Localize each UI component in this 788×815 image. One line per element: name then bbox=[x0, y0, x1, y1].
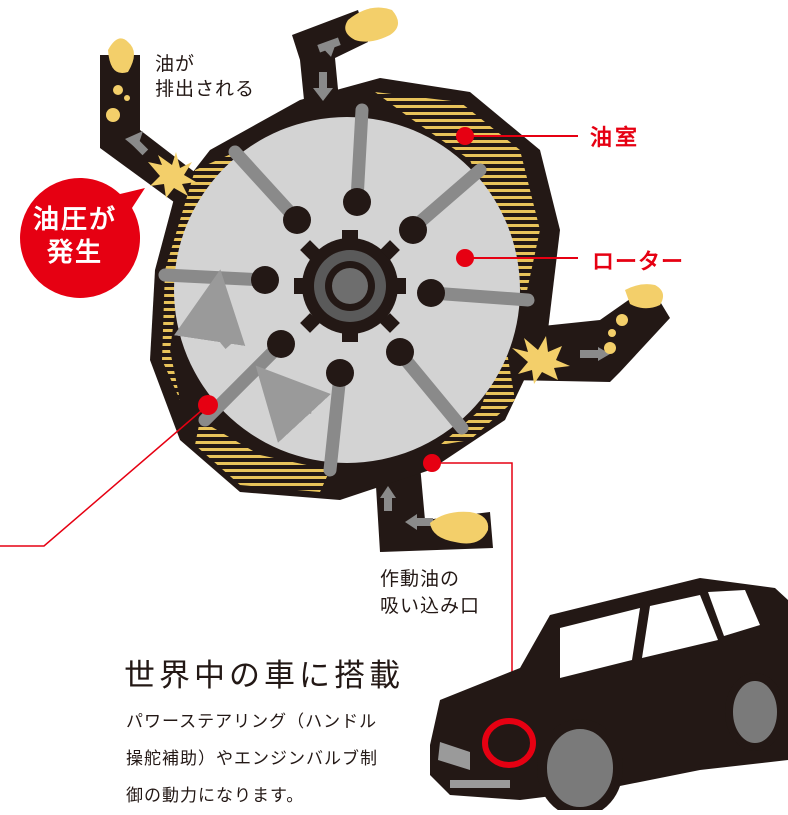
rotor-point bbox=[456, 249, 474, 267]
pivot-5 bbox=[326, 359, 354, 387]
oil-drop-icon bbox=[108, 38, 134, 74]
leader-lines bbox=[0, 404, 513, 720]
vane-1 bbox=[350, 103, 369, 207]
oil-chamber-label: 油室 bbox=[590, 126, 641, 151]
oil-drop-icon bbox=[345, 7, 399, 42]
pivot-8 bbox=[283, 206, 311, 234]
pressure-badge: 油圧が 発生 bbox=[32, 205, 117, 268]
arrow-icon bbox=[598, 347, 610, 361]
car-highlight-ring bbox=[482, 718, 536, 768]
pivot-3 bbox=[417, 279, 445, 307]
pressure-badge-shape bbox=[20, 177, 145, 298]
vane-pivots bbox=[251, 188, 445, 387]
vane-7 bbox=[158, 268, 272, 287]
rotation-arrow-icon bbox=[255, 365, 331, 443]
arrow-icon bbox=[313, 88, 333, 101]
rotation-arrows bbox=[174, 269, 331, 443]
pivot-6 bbox=[267, 330, 295, 358]
vane-8 bbox=[228, 145, 304, 227]
oil-discharged-label: 油が 排出される bbox=[155, 53, 256, 100]
vane-5 bbox=[323, 368, 347, 477]
oil-drop-icon bbox=[430, 511, 489, 544]
oil-droplets bbox=[106, 7, 664, 544]
vane-4 bbox=[393, 346, 469, 435]
vane-3 bbox=[425, 286, 535, 307]
rotation-arrow-icon bbox=[174, 269, 246, 350]
intake-label: 作動油の 吸い込み口 bbox=[380, 568, 481, 617]
rotor-gear-icon bbox=[294, 230, 406, 342]
oil-chamber-top-right bbox=[375, 92, 540, 300]
pivot-4 bbox=[386, 338, 414, 366]
rotor-label: ローター bbox=[592, 250, 685, 275]
callout-lines bbox=[465, 135, 578, 259]
car-icon bbox=[430, 578, 788, 810]
feature-description: パワーステアリング（ハンドル 操舵補助）やエンジンバルブ制 御の動力になります。 bbox=[126, 712, 378, 806]
flow-arrows bbox=[125, 37, 610, 530]
pivot-7 bbox=[251, 266, 279, 294]
oil-chamber-bottom bbox=[195, 420, 330, 492]
spark-icon bbox=[148, 152, 570, 384]
arrow-icon bbox=[405, 514, 417, 530]
pivot-1 bbox=[343, 188, 371, 216]
chamber-point bbox=[456, 127, 474, 145]
feature-heading: 世界中の車に搭載 bbox=[124, 658, 404, 694]
pivot-2 bbox=[399, 216, 427, 244]
oil-drop-icon bbox=[625, 284, 664, 309]
arrow-icon bbox=[380, 486, 396, 498]
vane-2 bbox=[406, 163, 487, 235]
